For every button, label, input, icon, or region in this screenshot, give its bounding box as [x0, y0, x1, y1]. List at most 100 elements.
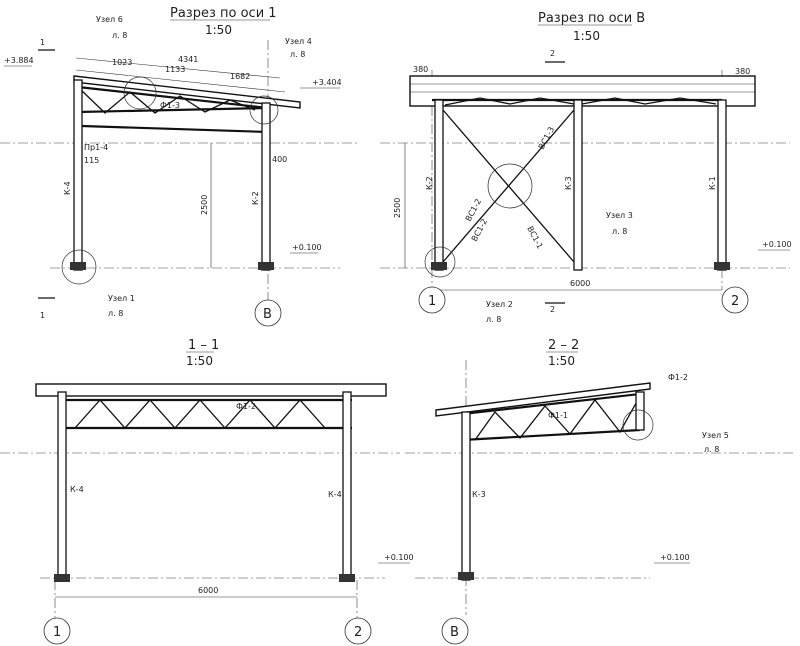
node-sheet-6: л. 8 — [112, 31, 127, 40]
knee-braces — [581, 97, 717, 105]
label-K-1: К-1 — [708, 176, 717, 190]
dim-line-4341 — [75, 57, 281, 79]
view-title-axis-B: Разрез по оси В — [538, 11, 645, 26]
label-Pr1-4: Пр1-4 — [84, 143, 108, 152]
axis-label-2-top: 2 — [731, 294, 739, 309]
view-title-2-2: 2 – 2 — [548, 338, 579, 353]
column-K-3-c — [461, 411, 471, 581]
roof-band — [35, 383, 387, 397]
brace-pr1-4 — [81, 124, 269, 134]
column-K-1 — [717, 99, 727, 271]
axis-bubble-2-bottom — [344, 617, 372, 645]
view-section-axis-B: Разрез по оси В 1:50 380 380 2500 6000 +… — [380, 11, 792, 324]
node-sheet-4: л. 8 — [290, 50, 305, 59]
cut-marker-2-bottom: 2 — [550, 305, 555, 314]
node-sheet-5: л. 8 — [704, 445, 719, 454]
level-3404: +3.404 — [312, 78, 342, 87]
column-K-3 — [573, 99, 583, 271]
dim-2500-b: 2500 — [393, 198, 402, 218]
column-K-4-left — [57, 391, 67, 581]
node-bubble-3 — [487, 163, 533, 209]
label-K-2-b: К-2 — [425, 176, 434, 190]
truss-web — [74, 399, 326, 429]
brace-VS1-3 — [442, 109, 575, 263]
label-K-3-b: К-3 — [564, 176, 573, 190]
axis-bubble-1-bottom — [43, 617, 71, 645]
view-scale-2-2: 1:50 — [548, 354, 575, 368]
base-plate — [431, 262, 447, 270]
label-F1-1: Ф1-1 — [548, 411, 568, 420]
dim-6000-b: 6000 — [570, 279, 590, 288]
axis-bubble-2-top — [721, 286, 749, 314]
label-K-3-c: К-3 — [472, 490, 486, 499]
node-bubble-1 — [61, 249, 97, 285]
axis-label-B-bottom: В — [450, 625, 459, 640]
dim-1682: 1682 — [230, 72, 250, 81]
truss-web — [474, 395, 641, 441]
label-VS1-1: ВС1-1 — [525, 225, 544, 251]
axis-bubble-1-top — [418, 286, 446, 314]
node-sheet-3: л. 8 — [612, 227, 627, 236]
label-F1-3: Ф1-3 — [160, 101, 180, 110]
level-0100-c: +0.100 — [384, 553, 414, 562]
base-plate — [714, 262, 730, 270]
label-K-4-a: К-4 — [63, 181, 72, 195]
base-plate — [54, 574, 70, 582]
dim-400: 400 — [272, 155, 287, 164]
label-K-2: К-2 — [251, 191, 260, 205]
axis-bubble-B-top — [254, 299, 282, 327]
view-title-1-1: 1 – 1 — [188, 338, 219, 353]
dim-6000-c: 6000 — [198, 586, 218, 595]
dim-380-left: 380 — [413, 65, 428, 74]
axis-label-1-bottom: 1 — [53, 625, 61, 640]
axis-bubble-B-bottom — [441, 617, 469, 645]
node-sheet-1: л. 8 — [108, 309, 123, 318]
view-scale-axis-B: 1:50 — [573, 29, 600, 43]
knee-braces — [444, 97, 575, 106]
view-scale-1-1: 1:50 — [186, 354, 213, 368]
label-VS1-2: ВС1-2 — [470, 217, 489, 243]
dim-4341: 4341 — [178, 55, 198, 64]
truss-top-chord — [461, 392, 641, 416]
cut-marker-2-top: 2 — [550, 49, 555, 58]
node-bubble-4 — [249, 95, 279, 125]
level-0100-a: +0.100 — [292, 243, 322, 252]
view-scale-axis-1: 1:50 — [205, 23, 232, 37]
base-plate — [339, 574, 355, 582]
axis-label-1-top: 1 — [428, 294, 436, 309]
view-section-2-2: 2 – 2 1:50 Узел 5 л. 8 Ф1-2 Ф1-1 К-3 +0.… — [405, 338, 795, 645]
node-bubble-2 — [424, 246, 456, 278]
dim-115: 115 — [84, 156, 99, 165]
level-3884: +3.884 — [4, 56, 34, 65]
dim-2500: 2500 — [200, 195, 209, 215]
cut-marker-1-top: 1 — [40, 38, 45, 47]
roof-sheet — [435, 382, 651, 417]
cut-marker-1-bottom: 1 — [40, 311, 45, 320]
label-VS1-3: ВС1-3 — [537, 125, 556, 151]
label-F1-2-b: Ф1-2 — [668, 373, 688, 382]
dim-1023: 1023 — [112, 58, 132, 67]
node-label-4: Узел 4 — [285, 37, 312, 46]
dim-380-right: 380 — [735, 67, 750, 76]
base-plate — [70, 262, 86, 270]
label-F1-2-a: Ф1-2 — [236, 402, 256, 411]
truss-web — [79, 88, 256, 114]
column-K-4-right — [342, 391, 352, 581]
column-K-2 — [261, 102, 271, 271]
node-bubble-5 — [622, 409, 654, 441]
axis-label-2-bottom: 2 — [354, 625, 362, 640]
node-bubble-6 — [123, 76, 157, 110]
view-section-1-1: 1 – 1 1:50 Ф1-2 К-4 К-4 6000 +0.100 1 2 — [0, 338, 414, 645]
node-sheet-2: л. 8 — [486, 315, 501, 324]
node-label-2: Узел 2 — [486, 300, 513, 309]
node-label-1: Узел 1 — [108, 294, 135, 303]
dim-1133: 1133 — [165, 65, 185, 74]
node-label-6: Узел 6 — [96, 15, 123, 24]
base-plate — [258, 262, 274, 270]
truss-top-chord — [77, 85, 269, 110]
view-section-axis-1: Разрез по оси 1 1:50 4341 1023 1133 1682… — [0, 6, 360, 327]
view-title-axis-1: Разрез по оси 1 — [170, 6, 277, 21]
column-K-4 — [73, 79, 83, 271]
axis-label-B-top: В — [263, 307, 272, 322]
